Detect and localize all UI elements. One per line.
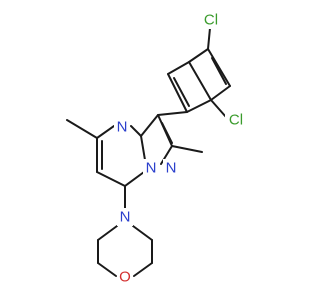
bonds	[66, 27, 231, 277]
svg-text:N: N	[120, 209, 131, 226]
svg-text:O: O	[119, 269, 131, 286]
nitrogen-atom-bridgehead: N	[143, 159, 159, 177]
oxygen-atom-morpholine: O	[117, 268, 133, 286]
svg-text:N: N	[166, 160, 177, 177]
nitrogen-atom-morpholine: N	[117, 208, 133, 226]
chlorine-atom-top: Cl	[200, 11, 222, 29]
svg-text:N: N	[146, 160, 157, 177]
svg-text:Cl: Cl	[204, 12, 218, 29]
svg-text:N: N	[117, 119, 128, 136]
nitrogen-atom-pyrimidine: N	[114, 118, 130, 136]
nitrogen-atom-pyrazole: N	[163, 159, 179, 177]
svg-text:Cl: Cl	[229, 112, 243, 129]
chlorine-atom-right: Cl	[225, 111, 247, 129]
atom-labels: Cl Cl N N N N O	[114, 11, 247, 286]
molecule-canvas: Cl Cl N N N N O	[66, 11, 247, 286]
structure-diagram: Cl Cl N N N N O	[66, 11, 247, 286]
